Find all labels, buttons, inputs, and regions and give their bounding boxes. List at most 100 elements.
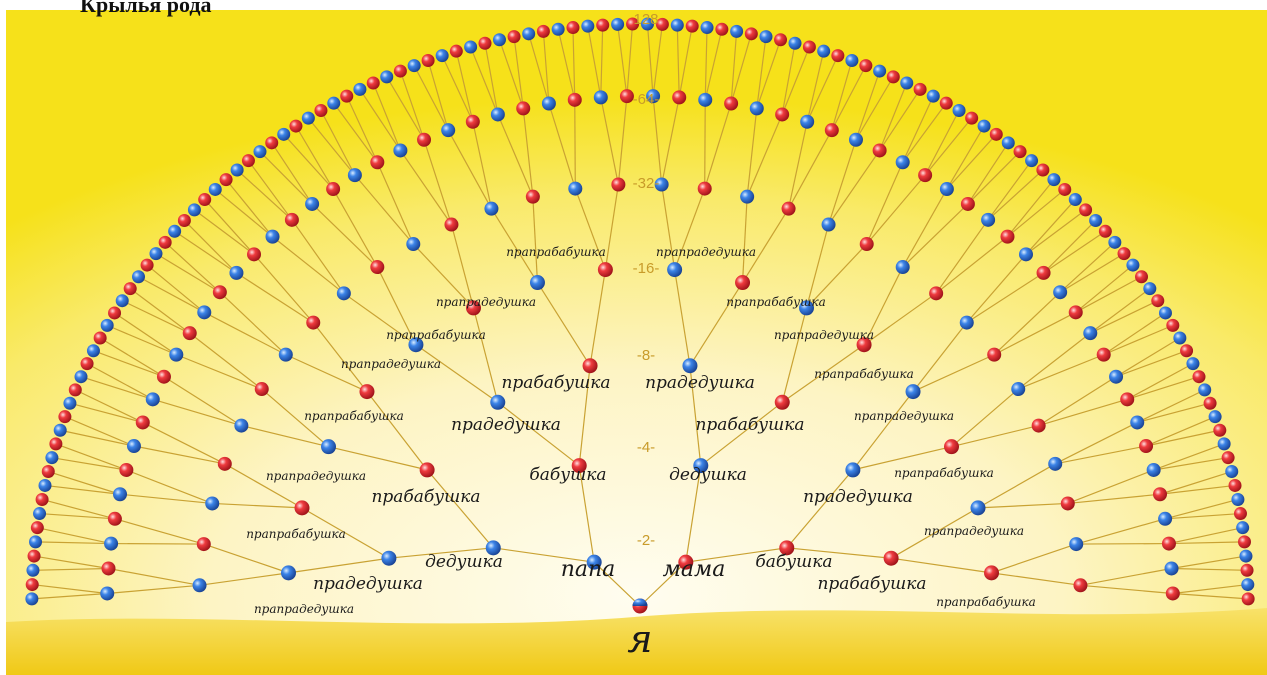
label-praprababushka-left-2: прапрабабушка — [304, 409, 404, 423]
branch-line-g7-118 — [1159, 470, 1232, 495]
male-ancestor-node-g5-16 — [654, 177, 669, 192]
female-ancestor-node-g6-17 — [284, 212, 299, 227]
branch-line-g6-4 — [119, 493, 213, 505]
branch-line-g7-1 — [32, 583, 108, 595]
branch-line-g7-66 — [676, 25, 680, 98]
branch-line-g7-68 — [704, 27, 708, 100]
branch-line-g6-23 — [423, 139, 453, 225]
female-ancestor-node-g7-21 — [108, 306, 122, 320]
branch-line-g7-76 — [806, 51, 825, 122]
male-ancestor-node-g7-74 — [788, 36, 802, 50]
branch-line-g3-2 — [497, 401, 580, 467]
label-prapradedushka-left-2: прапрадедушка — [266, 469, 366, 483]
male-ancestor-node-g7-66 — [670, 18, 684, 32]
branch-line-g6-24 — [447, 129, 492, 209]
ground — [6, 608, 1267, 675]
label-prababushka-center: прабабушка — [501, 373, 610, 393]
branch-line-g6-17 — [291, 219, 345, 294]
male-ancestor-node-g7-22 — [115, 294, 129, 308]
branch-line-g7-53 — [484, 43, 499, 115]
male-ancestor-node-g7-12 — [53, 423, 67, 437]
female-ancestor-node-g6-3 — [107, 511, 122, 526]
branch-line-g7-85 — [902, 102, 947, 163]
female-ancestor-node-g4-11 — [856, 337, 872, 353]
female-ancestor-node-g7-79 — [859, 59, 873, 73]
branch-line-g6-50 — [993, 291, 1061, 356]
branch-line-g6-61 — [1076, 542, 1169, 545]
label-praprababushka-left-3: прапрабабушка — [386, 328, 486, 342]
female-ancestor-node-g7-115 — [1213, 423, 1227, 437]
male-ancestor-node-g7-114 — [1208, 410, 1222, 424]
female-ancestor-node-g6-53 — [1096, 347, 1111, 362]
branch-line-g6-42 — [866, 162, 904, 245]
branch-line-g7-8 — [44, 484, 121, 495]
branch-line-g7-106 — [1103, 312, 1166, 356]
female-ancestor-node-g7-89 — [989, 127, 1003, 141]
male-ancestor-node-g7-84 — [926, 89, 940, 103]
female-ancestor-node-g7-29 — [177, 213, 191, 227]
branch-line-g7-77 — [806, 55, 839, 122]
female-ancestor-node-g4-1 — [294, 500, 310, 516]
ancestor-nodes — [25, 17, 1255, 614]
female-ancestor-node-g7-45 — [366, 76, 380, 90]
male-ancestor-node-g6-40 — [848, 132, 863, 147]
male-ancestor-node-g6-32 — [646, 89, 661, 104]
label-praprababushka-right-1: прапрабабушка — [936, 595, 1036, 609]
female-ancestor-node-g7-97 — [1079, 203, 1093, 217]
branch-line-g2-0 — [493, 547, 595, 563]
relation-labels: папа мама дедушка бабушка бабушка дедушк… — [246, 245, 1036, 661]
branch-line-g6-34 — [704, 99, 706, 189]
branch-line-g7-83 — [879, 89, 921, 151]
branch-line-g4-8 — [674, 269, 691, 366]
female-ancestor-node-g7-119 — [1228, 478, 1242, 492]
male-ancestor-node-g7-62 — [611, 17, 625, 31]
label-papa: папа — [561, 557, 616, 582]
branch-line-g4-14 — [890, 507, 979, 559]
female-ancestor-node-g7-117 — [1221, 451, 1235, 465]
branch-line-g6-62 — [1080, 567, 1172, 586]
female-ancestor-node-g6-13 — [212, 285, 227, 300]
branch-line-g4-11 — [781, 344, 865, 403]
branch-line-g7-41 — [320, 110, 356, 176]
branch-line-g7-123 — [1168, 541, 1245, 545]
male-ancestor-node-g7-4 — [29, 535, 43, 549]
male-ancestor-node-g6-44 — [939, 182, 954, 197]
generation-marker-2: -2- — [637, 532, 655, 549]
male-ancestor-node-g3-2 — [490, 394, 506, 410]
male-ancestor-node-g7-36 — [253, 145, 267, 159]
male-ancestor-node-g7-108 — [1173, 331, 1187, 345]
female-ancestor-node-g7-47 — [393, 64, 407, 78]
label-prababushka-right-1: прабабушка — [817, 574, 926, 594]
branch-line-g5-17 — [674, 188, 706, 270]
female-ancestor-node-g6-25 — [465, 114, 480, 129]
branch-line-g6-40 — [827, 139, 857, 225]
branch-line-g6-44 — [902, 188, 948, 268]
female-ancestor-node-g7-51 — [449, 44, 463, 58]
branch-line-g6-55 — [1038, 398, 1128, 427]
branch-line-g7-49 — [427, 60, 449, 131]
branch-line-g4-1 — [301, 507, 390, 559]
branch-line-g7-88 — [946, 125, 985, 190]
male-ancestor-node-g7-28 — [168, 224, 182, 238]
male-ancestor-node-g7-44 — [353, 82, 367, 96]
female-ancestor-node-g5-7 — [306, 315, 321, 330]
branch-line-g1-1 — [639, 561, 687, 607]
branch-line-g6-53 — [1018, 354, 1104, 390]
female-ancestor-node-g2-3 — [779, 540, 795, 556]
branch-line-g7-102 — [1075, 264, 1134, 313]
branch-line-g6-36 — [746, 108, 758, 197]
male-ancestor-node-g7-126 — [1241, 578, 1255, 592]
branch-line-g6-28 — [548, 103, 576, 189]
female-ancestor-node-g7-3 — [27, 549, 41, 563]
male-ancestor-node-g7-58 — [551, 22, 565, 36]
branch-line-g7-98 — [1043, 220, 1097, 274]
branch-line-g7-9 — [48, 470, 121, 495]
branch-line-g7-107 — [1103, 324, 1174, 356]
male-ancestor-node-g6-26 — [490, 107, 505, 122]
branch-line-g2-2 — [685, 465, 702, 563]
branch-line-g7-82 — [879, 82, 908, 151]
male-ancestor-node-g7-100 — [1108, 235, 1122, 249]
male-ancestor-node-g7-96 — [1068, 193, 1082, 207]
branch-line-g6-57 — [1055, 445, 1147, 465]
label-praprababushka-right-2: прапрабабушка — [894, 466, 994, 480]
